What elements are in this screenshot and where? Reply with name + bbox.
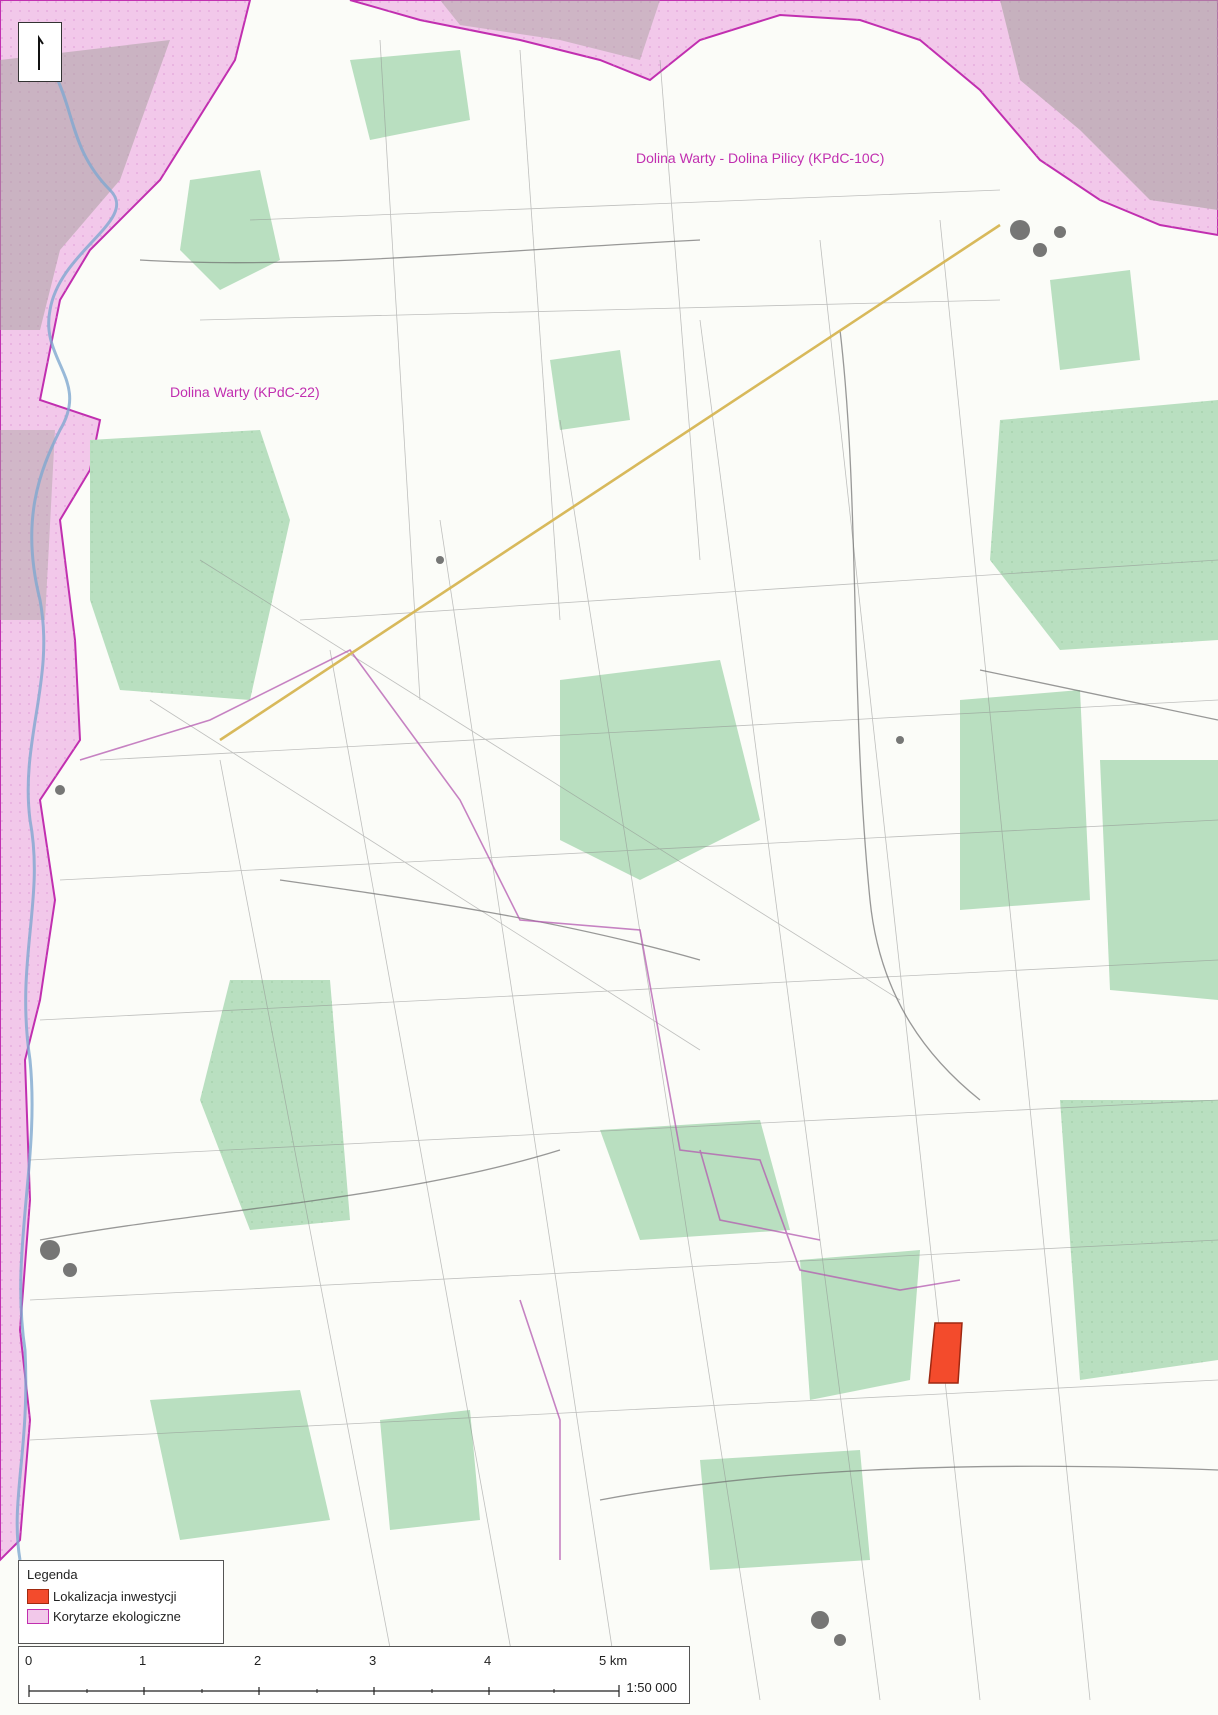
- local-roads: [39, 239, 1218, 1501]
- scale-ratio: 1:50 000: [626, 1680, 677, 1695]
- investment-parcel: [928, 1322, 963, 1384]
- legend-label-investment: Lokalizacja inwestycji: [53, 1588, 177, 1604]
- corridor-west-wetland: [0, 40, 170, 330]
- legend: Legenda Lokalizacja inwestycji Korytarze…: [18, 1560, 224, 1644]
- field-lines: [29, 39, 1218, 1701]
- legend-item-corridors: Korytarze ekologiczne: [27, 1606, 215, 1626]
- admin-boundaries: [79, 648, 961, 1560]
- scale-bar: 0 1 2 3 4 5 km 1:50 000: [18, 1646, 690, 1704]
- main-road: [219, 223, 1001, 742]
- scale-tick-0: 0: [25, 1653, 33, 1668]
- legend-swatch-corridors: [27, 1608, 49, 1624]
- corridor-north-wetland: [1000, 0, 1218, 210]
- scale-bar-graphic: [28, 1685, 620, 1697]
- north-arrow: [18, 22, 62, 82]
- legend-swatch-investment: [27, 1588, 49, 1604]
- scale-tick-1: 1: [139, 1653, 147, 1668]
- corridor-north-wetland-2: [440, 0, 660, 60]
- settlements: [40, 220, 1066, 1646]
- scale-tick-3: 3: [369, 1653, 377, 1668]
- scale-tick-5: 5 km: [599, 1653, 628, 1668]
- corridor-label-kpdc-10c: Dolina Warty - Dolina Pilicy (KPdC-10C): [636, 150, 885, 166]
- river-warta: [15, 38, 119, 1561]
- forest-layer: [90, 50, 1218, 1570]
- corridor-north-texture: [350, 0, 1218, 235]
- forest-texture: [90, 400, 1218, 1380]
- legend-label-corridors: Korytarze ekologiczne: [53, 1608, 181, 1624]
- scale-tick-4: 4: [484, 1653, 492, 1668]
- legend-title: Legenda: [27, 1567, 78, 1582]
- legend-item-investment: Lokalizacja inwestycji: [27, 1586, 215, 1606]
- north-arrow-icon: [38, 34, 44, 70]
- corridor-label-kpdc-22: Dolina Warty (KPdC-22): [170, 384, 320, 400]
- scale-tick-2: 2: [254, 1653, 262, 1668]
